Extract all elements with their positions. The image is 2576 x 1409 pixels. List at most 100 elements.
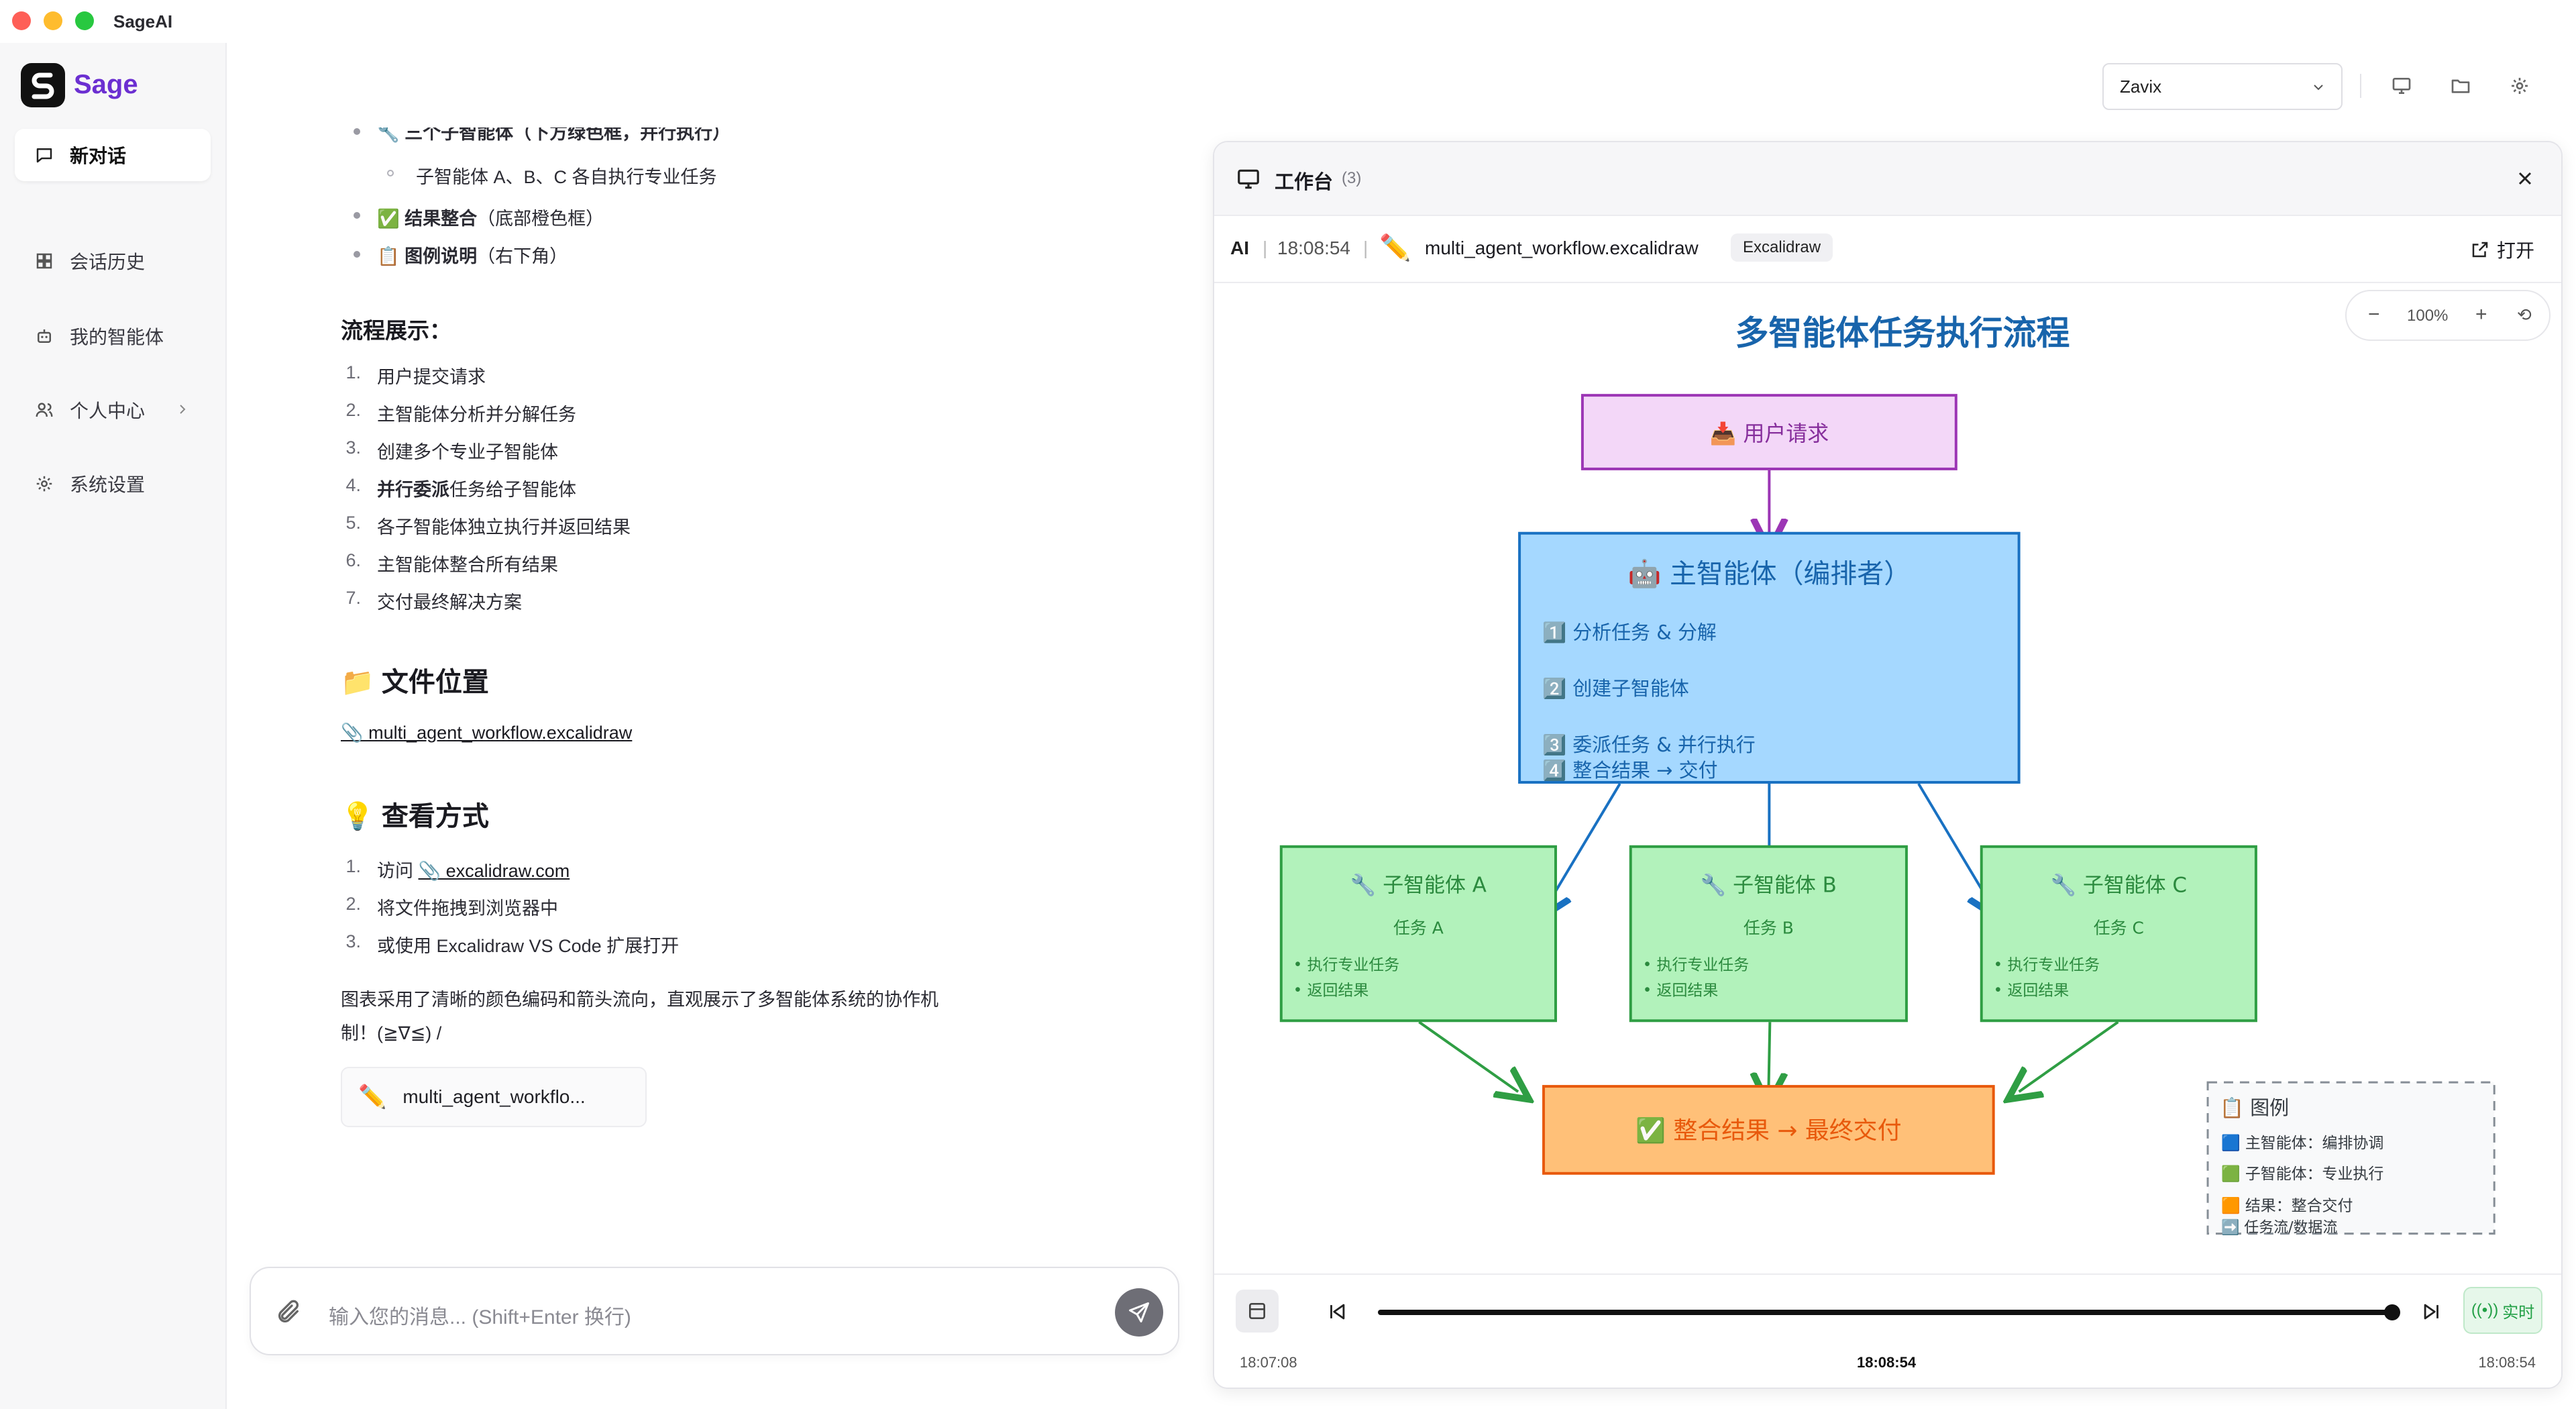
window-titlebar: SageAI (0, 0, 2576, 43)
list-item: 主智能体整合所有结果 (377, 555, 558, 575)
subagent-line: • 执行专业任务 (1293, 956, 1400, 974)
result-box[interactable] (1542, 1085, 1995, 1175)
realtime-button[interactable]: ((•)) 实时 (2463, 1287, 2542, 1334)
sidebar-item-label: 我的智能体 (70, 327, 164, 348)
workbench-header: 工作台 (3) (1214, 142, 2561, 216)
zoom-level: 100% (2407, 307, 2449, 325)
legend-item: 🟩 子智能体：专业执行 (2221, 1165, 2383, 1183)
file-link[interactable]: 📎 multi_agent_workflow.excalidraw (341, 723, 633, 743)
main-agent-box[interactable] (1518, 531, 2021, 784)
main-agent-step: 3️⃣ 委派任务 & 并行执行 (1542, 733, 1756, 756)
app-title: SageAI (113, 11, 173, 32)
timeline-track[interactable] (1378, 1310, 2391, 1315)
subagent-title: 🔧 子智能体 C (2051, 873, 2187, 898)
bold-text: 图例说明 (405, 246, 478, 266)
open-button[interactable]: 打开 (2470, 236, 2534, 263)
workbench-count: (3) (1342, 169, 1362, 187)
sidebar-item-label: 系统设置 (70, 474, 146, 495)
list-item: 各子智能体独立执行并返回结果 (377, 517, 631, 537)
main-agent-step: 2️⃣ 创建子智能体 (1542, 677, 1689, 700)
subagent-line: • 返回结果 (1994, 982, 2070, 999)
subagent-line: • 执行专业任务 (1994, 956, 2100, 974)
sidebar-item-label: 新对话 (70, 146, 127, 166)
sidebar-item-profile[interactable]: 个人中心 (15, 384, 211, 436)
bold-text: 结果整合 (405, 209, 478, 229)
list-item-text: 访问 (377, 861, 419, 881)
subagent-b-box[interactable]: 🔧 子智能体 B 任务 B • 执行专业任务 • 返回结果 (1629, 845, 1908, 1023)
close-window-button[interactable] (12, 11, 31, 30)
subagent-task: 任务 C (2094, 919, 2144, 938)
legend-box[interactable]: 📋 图例 🟦 主智能体：编排协调 🟩 子智能体：专业执行 🟧 结果：整合交付 ➡… (2206, 1081, 2496, 1237)
maximize-window-button[interactable] (75, 11, 94, 30)
chat-bubble-icon (32, 143, 56, 167)
excalidraw-link[interactable]: 📎 excalidraw.com (418, 861, 570, 881)
arrow (1768, 1022, 1770, 1092)
list-item-text: （右下角） (477, 246, 568, 266)
list-number: 3. (345, 931, 361, 951)
workbench-panel: 工作台 (3) AI | 18:08:54 | ✏️ multi_agent_w… (1213, 141, 2563, 1389)
subagent-c-box[interactable]: 🔧 子智能体 C 任务 C • 执行专业任务 • 返回结果 (1980, 845, 2257, 1023)
external-link-icon (2472, 242, 2488, 258)
settings-gear-icon[interactable] (2506, 72, 2533, 99)
sidebar-item-new-chat[interactable]: 新对话 (15, 129, 211, 181)
subagent-line: • 执行专业任务 (1643, 956, 1750, 974)
summary-text: 制！(≧∇≦) / (341, 1023, 442, 1043)
main-agent-step: 1️⃣ 分析任务 & 分解 (1542, 621, 1717, 643)
list-item: 并行委派任务给子智能体 (377, 475, 576, 501)
model-select[interactable]: Zavix (2102, 63, 2343, 110)
list-item: 访问 📎 excalidraw.com (377, 856, 570, 882)
robot-icon (32, 324, 56, 348)
workbench-file-bar: AI | 18:08:54 | ✏️ multi_agent_workflow.… (1214, 216, 2561, 283)
subagent-a-box[interactable]: 🔧 子智能体 A 任务 A • 执行专业任务 • 返回结果 (1279, 845, 1557, 1023)
send-button[interactable] (1115, 1288, 1163, 1337)
folder-icon[interactable] (2447, 72, 2474, 99)
reset-zoom-icon[interactable]: ⟲ (2517, 305, 2532, 325)
paperclip-icon[interactable] (275, 1299, 302, 1329)
list-item: 🔧 三个子智能体（下方绿色框，并行执行） (377, 123, 731, 143)
sidebar-item-settings[interactable]: 系统设置 (15, 458, 211, 510)
skip-forward-icon[interactable] (2420, 1300, 2443, 1326)
minimize-window-button[interactable] (44, 11, 62, 30)
sidebar-item-history[interactable]: 会话历史 (15, 235, 211, 287)
monitor-icon[interactable] (2388, 72, 2415, 99)
list-item: 用户提交请求 (377, 367, 486, 387)
close-icon[interactable] (2514, 168, 2536, 193)
list-number: 1. (345, 362, 361, 382)
timeline-handle[interactable] (2384, 1304, 2400, 1320)
timeline-footer: ((•)) 实时 18:07:08 18:08:54 18:08:54 (1214, 1273, 2561, 1388)
summary-text: 图表采用了清晰的颜色编码和箭头流向，直观展示了多智能体系统的协作机 (341, 990, 938, 1010)
users-icon (32, 398, 56, 422)
list-bullet (354, 251, 360, 258)
zoom-out-button[interactable]: − (2368, 303, 2380, 325)
subagent-task: 任务 A (1393, 919, 1444, 938)
legend-title: 📋 图例 (2220, 1096, 2289, 1119)
bold-text: 并行委派 (377, 480, 449, 500)
sidebar-item-my-agents[interactable]: 我的智能体 (15, 310, 211, 362)
list-number: 2. (345, 400, 361, 420)
list-number: 7. (345, 588, 361, 608)
section-heading: 流程展示： (341, 318, 451, 343)
message-input-box[interactable]: 输入您的消息... (Shift+Enter 换行) (250, 1267, 1179, 1355)
sidebar-item-label: 会话历史 (70, 252, 146, 272)
timestamp: 18:08:54 (1277, 238, 1350, 258)
source-label: AI (1230, 238, 1249, 258)
list-number: 4. (345, 475, 361, 495)
list-item: 创建多个专业子智能体 (377, 442, 558, 462)
message-input[interactable]: 输入您的消息... (Shift+Enter 换行) (329, 1306, 631, 1328)
list-item: 将文件拖拽到浏览器中 (377, 898, 558, 919)
list-bullet (354, 128, 360, 135)
layout-toggle-button[interactable] (1236, 1290, 1279, 1333)
diagram-canvas[interactable]: 多智能体任务执行流程 📥 用户请求 🤖 主智能体（编排者） 1️⃣ 分析任务 &… (1214, 283, 2561, 1276)
user-request-label: 📥 用户请求 (1710, 421, 1829, 446)
list-number: 3. (345, 437, 361, 458)
sidebar-item-label: 个人中心 (70, 401, 146, 421)
subagent-line: • 返回结果 (1643, 982, 1719, 999)
arrow (1546, 782, 1621, 907)
zoom-in-button[interactable]: + (2475, 303, 2487, 325)
file-attachment-chip[interactable]: ✏️ multi_agent_workflo... (341, 1067, 647, 1127)
list-number: 2. (345, 894, 361, 914)
user-request-box[interactable] (1580, 394, 1957, 470)
skip-back-icon[interactable] (1326, 1300, 1348, 1326)
list-bullet (387, 170, 394, 176)
timeline-end-time: 18:08:54 (2478, 1354, 2536, 1371)
